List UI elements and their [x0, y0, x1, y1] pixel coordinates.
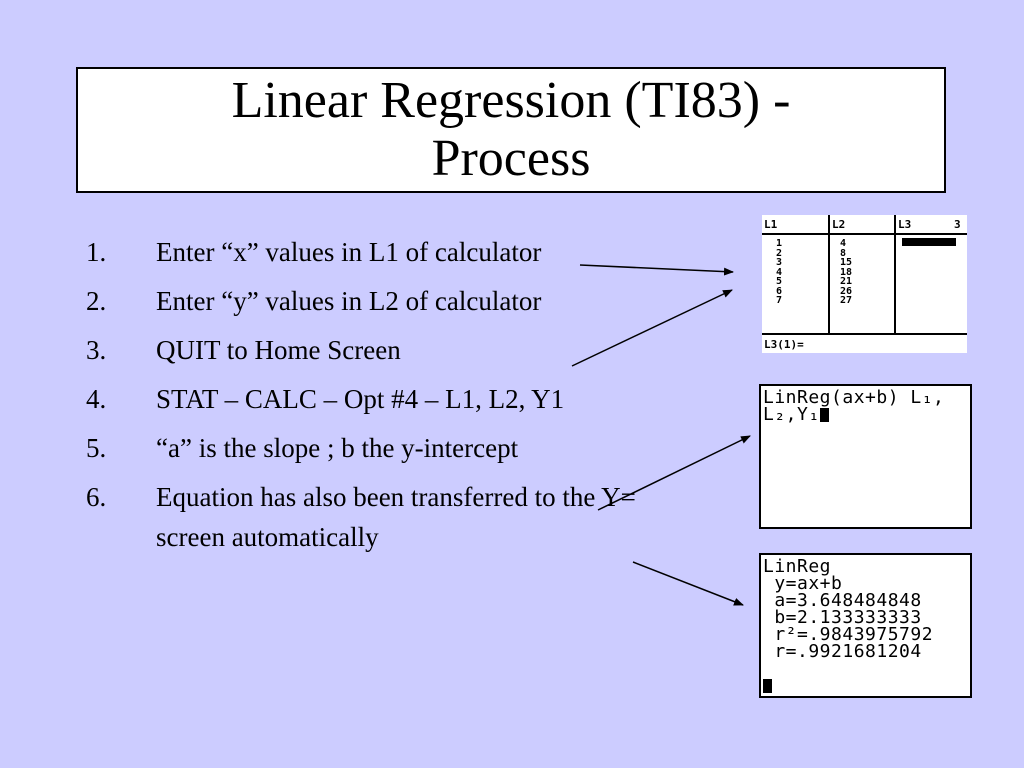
step-text: STAT – CALC – Opt #4 – L1, L2, Y1: [156, 384, 565, 414]
slide-title: Linear Regression (TI83) - Process: [231, 72, 791, 187]
list-cell: 5: [776, 276, 783, 287]
list-cell: 4: [840, 238, 847, 249]
list-cell: 7: [776, 295, 783, 306]
cursor-block: [902, 238, 956, 246]
step-number: 4.: [86, 384, 107, 414]
arrow-step1-to-l1: [579, 264, 734, 276]
step-text: “a” is the slope ; b the y-intercept: [156, 433, 519, 463]
step-item: 1. Enter “x” values in L1 of calculator: [86, 232, 646, 272]
step-number: 6.: [86, 482, 107, 512]
step-item: 5. “a” is the slope ; b the y-intercept: [86, 428, 646, 468]
list-header-l1: L1: [764, 218, 778, 231]
screen-line: b=2.133333333: [763, 607, 922, 628]
screen-line: y=ax+b: [763, 573, 843, 594]
list-header-column-number: 3: [954, 218, 961, 231]
arrow-step2-to-l2: [571, 289, 733, 367]
list-cell: 15: [840, 257, 853, 268]
screen-line: LinReg(ax+b) L₁,: [763, 387, 945, 408]
list-status-line: L3(1)=: [764, 338, 804, 351]
list-header-l2: L2: [832, 218, 846, 231]
calculator-command-screen: LinReg(ax+b) L₁,L₂,Y₁: [759, 384, 972, 529]
list-cell: 6: [776, 285, 783, 297]
steps-list: 1. Enter “x” values in L1 of calculator …: [86, 232, 646, 566]
step-text: Enter “x” values in L1 of calculator: [156, 237, 542, 267]
step-text: Equation has also been transferred to th…: [156, 482, 636, 552]
step-text: Enter “y” values in L2 of calculator: [156, 286, 542, 316]
step-number: 1.: [86, 237, 107, 267]
screen-line: a=3.648484848: [763, 590, 922, 611]
list-l2-values: 4 8 15 18 21 26 27: [840, 239, 852, 306]
step-number: 3.: [86, 335, 107, 365]
column-divider: [894, 215, 896, 335]
screen-line: LinReg: [763, 556, 832, 577]
screen-line: [763, 677, 968, 694]
list-cell: 26: [840, 285, 853, 297]
footer-divider: [762, 333, 967, 335]
step-item: 4. STAT – CALC – Opt #4 – L1, L2, Y1: [86, 379, 646, 419]
list-cell: 2: [776, 247, 783, 259]
step-text: QUIT to Home Screen: [156, 335, 401, 365]
calculator-list-screen: L1 L2 L3 3 1 2 3 4 5 6 7 4 8 15 18 21 26…: [762, 215, 967, 353]
step-item: 6. Equation has also been transferred to…: [86, 477, 646, 557]
cursor-block: [819, 408, 829, 422]
screen-line-text: L₂,Y₁: [763, 404, 820, 425]
list-cell: 4: [776, 266, 783, 278]
arrow-step4-to-command: [597, 435, 751, 511]
list-l1-values: 1 2 3 4 5 6 7: [776, 239, 782, 306]
list-cell: 8: [840, 247, 847, 259]
arrow-step5-to-results: [632, 561, 744, 606]
calculator-result-screen: LinReg y=ax+b a=3.648484848 b=2.13333333…: [759, 553, 972, 698]
step-item: 2. Enter “y” values in L2 of calculator: [86, 281, 646, 321]
title-box: Linear Regression (TI83) - Process: [76, 67, 946, 193]
screen-line: r=.9921681204: [763, 641, 922, 662]
list-cell: 1: [776, 238, 783, 249]
step-item: 3. QUIT to Home Screen: [86, 330, 646, 370]
column-divider: [828, 215, 830, 335]
cursor-block: [763, 679, 772, 693]
list-cell: 18: [840, 266, 853, 278]
screen-line: r²=.9843975792: [763, 624, 934, 645]
screen-line: L₂,Y₁: [763, 404, 968, 425]
list-cell: 3: [776, 257, 783, 268]
list-cell: 21: [840, 276, 853, 287]
header-divider: [762, 233, 967, 235]
list-header-l3: L3: [898, 218, 912, 231]
step-number: 5.: [86, 433, 107, 463]
step-number: 2.: [86, 286, 107, 316]
list-cell: 27: [840, 295, 853, 306]
